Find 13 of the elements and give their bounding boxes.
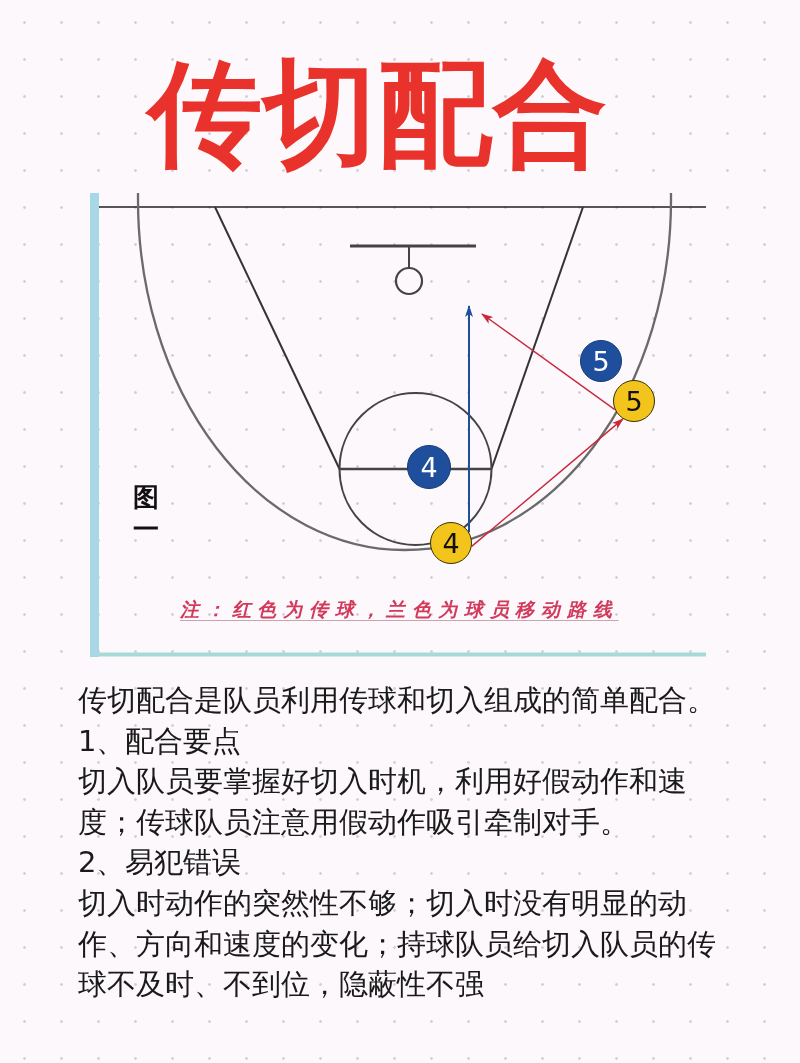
arrow	[481, 313, 616, 411]
section-heading: 2、易犯错误	[78, 844, 243, 882]
section-heading: 1、配合要点	[78, 722, 243, 760]
arrow	[471, 418, 624, 548]
body-text: 切入队员要掌握好切入时机，利用好假动作和速度；传球队员注意用假动作吸引牵制对手。	[78, 763, 688, 841]
player-marker: 4	[430, 522, 472, 564]
note-text: 注：红色为传球，兰色为球员移动路线	[180, 597, 619, 621]
player-marker: 4	[407, 445, 451, 489]
player-marker: 5	[580, 340, 622, 382]
figure-label: 图一	[133, 481, 160, 545]
intro-text: 传切配合是队员利用传球和切入组成的简单配合。	[78, 682, 717, 719]
body-text: 切入时动作的突然性不够；切入时没有明显的动作、方向和速度的变化；持球队员给切入队员的传球不及时、不到位，隐蔽性不强	[78, 884, 717, 1004]
player-marker: 5	[613, 380, 655, 422]
